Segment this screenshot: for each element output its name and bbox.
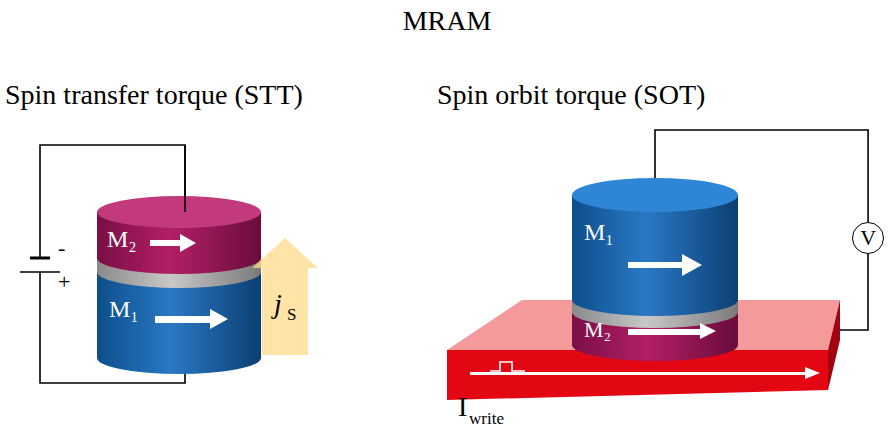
stt-stack: [97, 145, 261, 374]
magnetic-layer: M₁: [574, 215, 736, 295]
node-text: M₂: [107, 226, 137, 252]
magnetization-arrow: [628, 254, 716, 339]
current-subscript: write: [469, 410, 504, 429]
section-title: Spin transfer torque (STT): [5, 80, 303, 111]
voltmeter-circle: V: [852, 222, 884, 254]
section-title: Spin orbit torque (SOT): [437, 80, 705, 111]
spin-current-arrow: [252, 238, 318, 355]
polarity-sign: -: [58, 236, 65, 260]
current-symbol: I: [458, 392, 467, 423]
node-text: M₁: [584, 219, 614, 245]
sot-wire: [840, 252, 868, 330]
magnetic-layer: M₁: [99, 292, 154, 342]
diagram-title: MRAM: [403, 6, 492, 37]
current-symbol: j: [274, 289, 282, 320]
polarity-sign: +: [58, 270, 70, 294]
battery-symbol: [20, 258, 60, 272]
node-text: M₁: [109, 296, 139, 322]
node-text: M₂: [584, 318, 611, 342]
magnetic-layer: M₂: [574, 314, 626, 348]
current-subscript: S: [287, 306, 296, 325]
sot-stack: [572, 178, 738, 361]
magnetization-arrow: [150, 234, 228, 329]
magnetic-layer: M₂: [99, 222, 149, 260]
stt-wire-top: [184, 145, 186, 212]
node-text: V: [860, 226, 876, 250]
